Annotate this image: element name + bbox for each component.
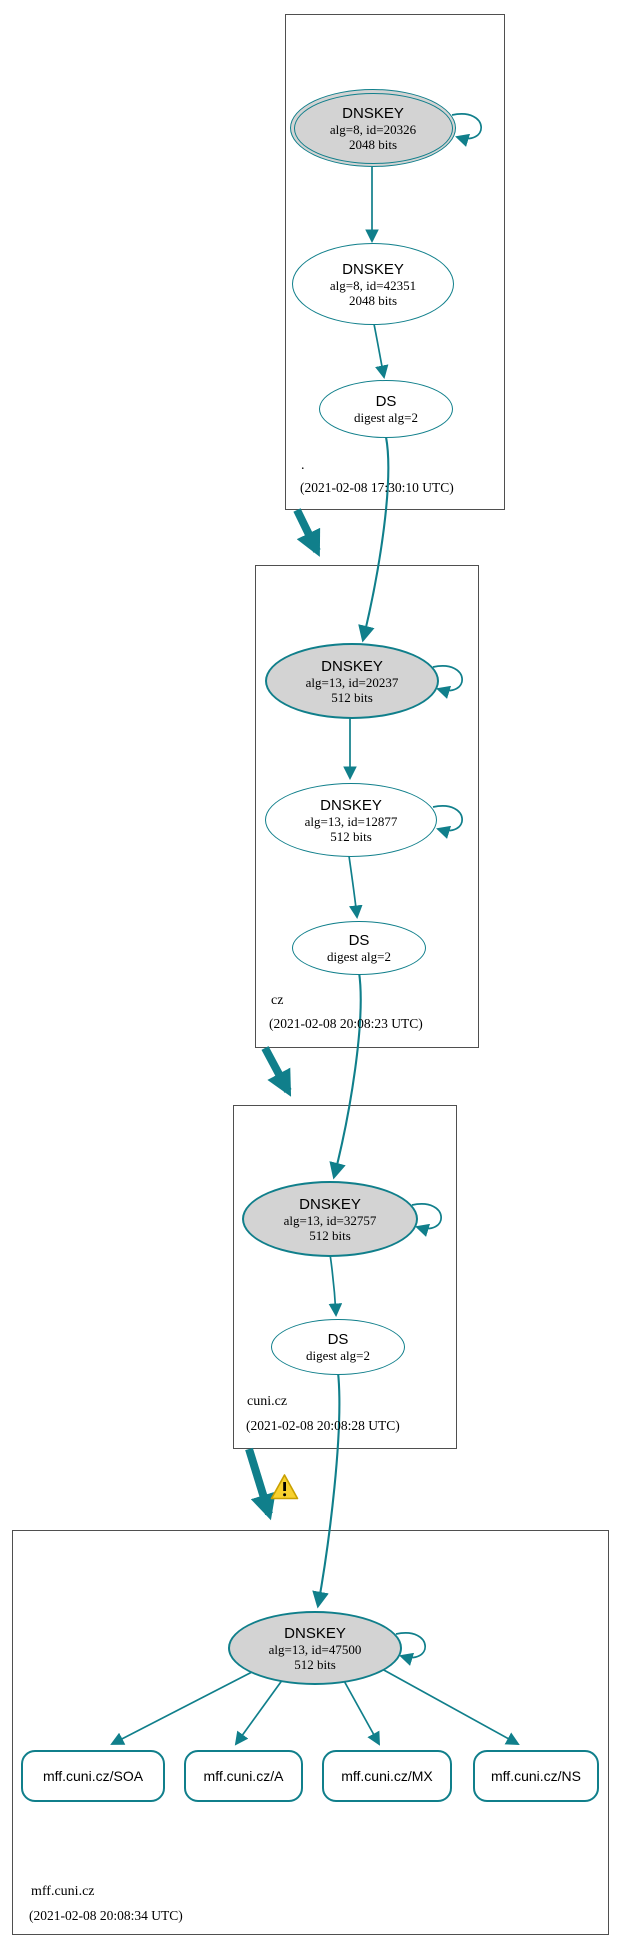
self-loop-cuni-ksk xyxy=(411,1203,442,1237)
rrset-mff-cuni-cz-soa[interactable]: mff.cuni.cz/SOA xyxy=(21,1750,165,1802)
delegation-arrow-cz-to-cuni xyxy=(261,1046,292,1097)
dnskey-title: DNSKEY xyxy=(320,796,382,814)
zone-timestamp-root: (2021-02-08 17:30:10 UTC) xyxy=(300,480,454,495)
dnskey-bits: 512 bits xyxy=(330,828,372,844)
rrset-label: mff.cuni.cz/SOA xyxy=(42,1768,144,1784)
zone-name-root: . xyxy=(301,458,305,473)
dnskey-node-root-zsk-42351[interactable]: DNSKEY alg=8, id=42351 2048 bits xyxy=(292,243,454,325)
dnskey-alg-id: alg=13, id=47500 xyxy=(268,1641,362,1657)
ds-digest: digest alg=2 xyxy=(305,1348,371,1363)
edge-mff-ksk-to-mx xyxy=(342,1678,380,1746)
zone-name-mff-cuni-cz: mff.cuni.cz xyxy=(31,1884,95,1899)
edge-cz-zsk-to-ds xyxy=(348,855,363,920)
dnskey-title: DNSKEY xyxy=(284,1624,346,1642)
self-loop-mff-ksk xyxy=(395,1632,426,1666)
delegation-arrow-root-to-cz xyxy=(293,508,321,557)
edge-mff-ksk-to-a xyxy=(234,1678,284,1746)
ds-digest: digest alg=2 xyxy=(353,410,419,425)
self-loop-root-ksk xyxy=(451,113,482,147)
zone-timestamp-mff-cuni-cz: (2021-02-08 20:08:34 UTC) xyxy=(29,1908,183,1923)
edge-mff-ksk-to-soa xyxy=(110,1671,253,1745)
ds-node-cz[interactable]: DS digest alg=2 xyxy=(292,921,426,975)
dnskey-alg-id: alg=13, id=20237 xyxy=(305,674,399,690)
self-loop-cz-ksk xyxy=(432,665,463,699)
dnskey-bits: 512 bits xyxy=(309,1227,351,1243)
dnskey-alg-id: alg=8, id=42351 xyxy=(329,277,417,293)
rrset-label: mff.cuni.cz/NS xyxy=(491,1768,581,1784)
edge-cz-ds-to-cuni-ksk xyxy=(329,971,362,1180)
zone-timestamp-cuni-cz: (2021-02-08 20:08:28 UTC) xyxy=(246,1418,400,1433)
dnskey-bits: 512 bits xyxy=(294,1656,336,1672)
dnskey-node-cz-zsk-12877[interactable]: DNSKEY alg=13, id=12877 512 bits xyxy=(265,783,437,857)
dnskey-node-cuni-ksk-32757[interactable]: DNSKEY alg=13, id=32757 512 bits xyxy=(242,1181,418,1257)
warning-icon[interactable] xyxy=(270,1474,299,1500)
dnskey-alg-id: alg=13, id=32757 xyxy=(283,1212,377,1228)
dnskey-title: DNSKEY xyxy=(321,657,383,675)
edge-mff-ksk-to-ns xyxy=(381,1668,520,1745)
ds-title: DS xyxy=(348,932,370,949)
edge-root-zsk-to-ds xyxy=(373,323,389,380)
dnskey-title: DNSKEY xyxy=(299,1195,361,1213)
dnskey-bits: 2048 bits xyxy=(348,292,398,308)
dnskey-alg-id: alg=8, id=20326 xyxy=(329,121,417,137)
rrset-mff-cuni-cz-mx[interactable]: mff.cuni.cz/MX xyxy=(322,1750,452,1802)
ds-node-root[interactable]: DS digest alg=2 xyxy=(319,380,453,438)
ds-node-cuni-cz[interactable]: DS digest alg=2 xyxy=(271,1319,405,1375)
edge-cuni-ksk-to-ds xyxy=(328,1253,343,1318)
rrset-label: mff.cuni.cz/A xyxy=(203,1768,284,1784)
self-loop-cz-zsk xyxy=(432,805,463,839)
ds-title: DS xyxy=(327,1331,349,1348)
ds-title: DS xyxy=(375,393,397,410)
dnskey-title: DNSKEY xyxy=(342,104,404,122)
dnskey-node-mff-ksk-47500[interactable]: DNSKEY alg=13, id=47500 512 bits xyxy=(228,1611,402,1685)
ds-digest: digest alg=2 xyxy=(326,949,392,964)
dnskey-node-root-ksk-20326[interactable]: DNSKEY alg=8, id=20326 2048 bits xyxy=(290,89,456,167)
zone-timestamp-cz: (2021-02-08 20:08:23 UTC) xyxy=(269,1016,423,1031)
zone-name-cz: cz xyxy=(271,993,284,1008)
delegation-arrow-cuni-to-mff xyxy=(245,1447,276,1521)
edge-cuni-ds-to-mff-ksk xyxy=(312,1371,341,1609)
edge-root-ds-to-cz-ksk xyxy=(358,436,390,643)
dnskey-bits: 2048 bits xyxy=(348,136,398,152)
dnskey-node-cz-ksk-20237[interactable]: DNSKEY alg=13, id=20237 512 bits xyxy=(265,643,439,719)
dnskey-bits: 512 bits xyxy=(331,689,373,705)
rrset-label: mff.cuni.cz/MX xyxy=(341,1768,433,1784)
zone-name-cuni-cz: cuni.cz xyxy=(247,1394,288,1409)
rrset-mff-cuni-cz-ns[interactable]: mff.cuni.cz/NS xyxy=(473,1750,599,1802)
dnskey-title: DNSKEY xyxy=(342,260,404,278)
rrset-mff-cuni-cz-a[interactable]: mff.cuni.cz/A xyxy=(184,1750,303,1802)
dnskey-alg-id: alg=13, id=12877 xyxy=(304,813,398,829)
